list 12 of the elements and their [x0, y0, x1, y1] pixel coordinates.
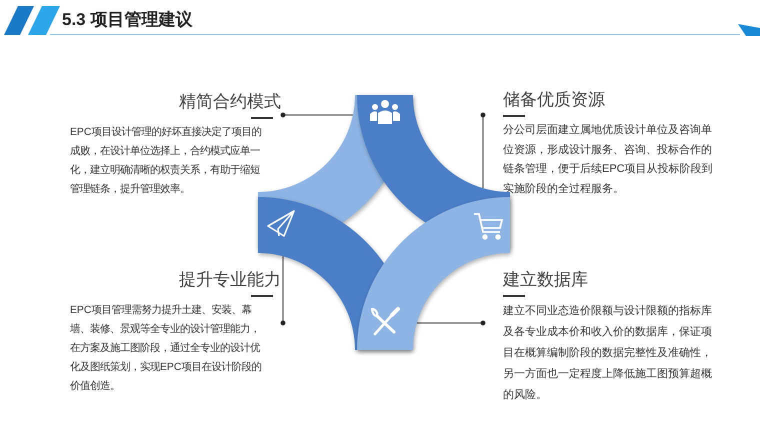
leader-line — [280, 112, 354, 118]
paragraph: EPC项目管理需努力提升土建、安装、幕墙、装修、景观等全专业的设计管理能力，在方案及施工图阶段，通过全专业的设计优化及图纸策划，实现EPC项目在设计阶段的价值创造。 — [70, 303, 262, 394]
leader-line — [280, 256, 286, 326]
leader-line — [416, 320, 486, 326]
heading: 提升专业能力 — [178, 270, 281, 290]
title: 5.3 项目管理建议 — [62, 9, 192, 31]
paragraph: EPC项目设计管理的好坏直接决定了项目的成败，在设计单位选择上，合约模式应单一化，建立明确清晰的权责关系，有助于缩短管理链条，提升管理效率。 — [70, 125, 262, 197]
heading: 精简合约模式 — [178, 92, 281, 112]
heading: 建立数据库 — [503, 270, 589, 290]
paragraph: 建立不同业态造价限额与设计限额的指标库及各专业成本价和收入价的数据库，保证项目在概算编制阶段的数据完整性及准确性，另一方面也一定程度上降低施工图预算超概的风险。 — [503, 304, 713, 403]
heading: 储备优质资源 — [503, 90, 606, 110]
leader-line — [480, 112, 486, 189]
